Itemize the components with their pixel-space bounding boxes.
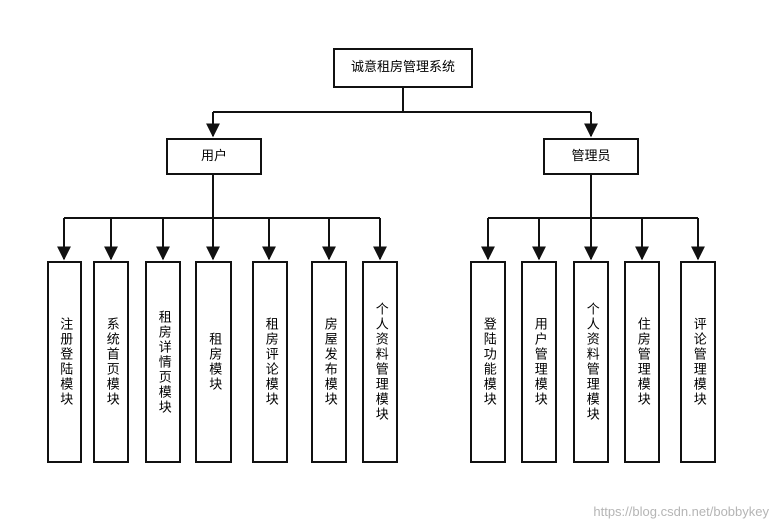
module-node-user-house-publish: 房屋发布模块 xyxy=(311,261,347,463)
module-node-user-profile-manage: 个人资料管理模块 xyxy=(362,261,398,463)
module-node-user-homepage: 系统首页模块 xyxy=(93,261,129,463)
watermark-url: https://blog.csdn.net/bobbykey xyxy=(593,504,769,519)
module-node-admin-comment-manage: 评论管理模块 xyxy=(680,261,716,463)
module-node-user-rental: 租房模块 xyxy=(195,261,232,463)
root-node: 诚意租房管理系统 xyxy=(333,48,473,88)
module-node-admin-housing-manage: 住房管理模块 xyxy=(624,261,660,463)
module-node-admin-login: 登陆功能模块 xyxy=(470,261,506,463)
module-node-admin-profile-manage: 个人资料管理模块 xyxy=(573,261,609,463)
module-node-admin-user-manage: 用户管理模块 xyxy=(521,261,557,463)
branch-node-user: 用户 xyxy=(166,138,262,175)
branch-node-admin: 管理员 xyxy=(543,138,639,175)
module-node-user-register-login: 注册登陆模块 xyxy=(47,261,82,463)
module-node-user-rental-detail: 租房详情页模块 xyxy=(145,261,181,463)
module-node-user-rental-comment: 租房评论模块 xyxy=(252,261,288,463)
